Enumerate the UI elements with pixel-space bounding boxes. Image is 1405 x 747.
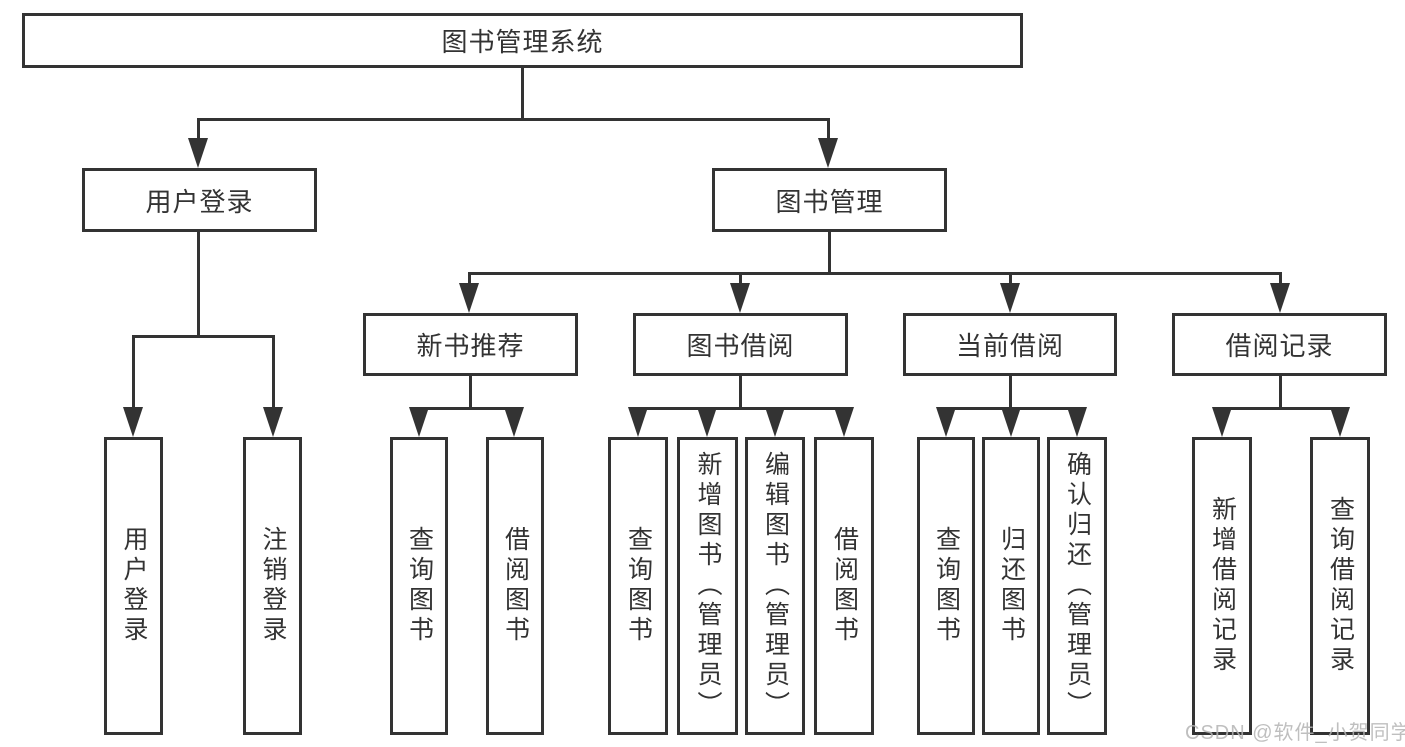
leaf-borrow-books-recommend: 借阅图书 bbox=[486, 437, 544, 735]
connector-vline bbox=[827, 118, 830, 143]
arrow-down-icon bbox=[628, 407, 648, 437]
connector-vline bbox=[272, 335, 275, 410]
node-user-login: 用户登录 bbox=[82, 168, 317, 232]
arrow-down-icon bbox=[730, 283, 750, 313]
csdn-watermark: CSDN @软件_小贺同学 bbox=[1185, 722, 1405, 744]
connector-vline bbox=[197, 232, 200, 338]
connector-vline bbox=[1009, 272, 1012, 288]
connector-vline bbox=[1279, 272, 1282, 288]
arrow-down-icon bbox=[1001, 407, 1021, 437]
arrow-down-icon bbox=[188, 138, 208, 168]
node-label: 新书推荐 bbox=[416, 331, 525, 361]
arrow-down-icon bbox=[697, 407, 717, 437]
node-book-borrowing: 图书借阅 bbox=[633, 313, 848, 376]
node-label: 借阅记录 bbox=[1225, 331, 1334, 361]
node-label: 图书管理系统 bbox=[441, 27, 604, 57]
leaf-query-borrow-record: 查询借阅记录 bbox=[1310, 437, 1370, 735]
leaf-confirm-return-admin: 确认归还（管理员） bbox=[1047, 437, 1107, 735]
node-new-book-recommendation: 新书推荐 bbox=[363, 313, 578, 376]
arrow-down-icon bbox=[1000, 283, 1020, 313]
leaf-label: 注销登录 bbox=[259, 526, 287, 646]
leaf-label: 借阅图书 bbox=[501, 526, 530, 646]
arrow-down-icon bbox=[1067, 407, 1087, 437]
arrow-down-icon bbox=[409, 407, 429, 437]
connector-vline bbox=[828, 232, 831, 275]
arrow-down-icon bbox=[765, 407, 785, 437]
leaf-query-books-borrow: 查询图书 bbox=[608, 437, 668, 735]
node-label: 当前借阅 bbox=[955, 331, 1064, 361]
arrow-down-icon bbox=[1270, 283, 1290, 313]
node-library-management-system: 图书管理系统 bbox=[22, 13, 1023, 68]
leaf-label: 归还图书 bbox=[997, 526, 1026, 646]
node-label: 图书借阅 bbox=[686, 331, 795, 361]
connector-vline bbox=[1009, 376, 1012, 410]
connector-hline bbox=[637, 407, 845, 410]
connector-vline bbox=[739, 272, 742, 288]
connector-vline bbox=[132, 335, 135, 410]
leaf-return-books: 归还图书 bbox=[982, 437, 1040, 735]
leaf-logout: 注销登录 bbox=[243, 437, 302, 735]
node-label: 图书管理 bbox=[775, 186, 884, 217]
connector-hline bbox=[469, 272, 1281, 275]
leaf-label: 查询借阅记录 bbox=[1326, 496, 1355, 676]
connector-vline bbox=[469, 376, 472, 410]
connector-hline bbox=[1221, 407, 1341, 410]
connector-vline bbox=[197, 118, 200, 143]
leaf-user-login: 用户登录 bbox=[104, 437, 163, 735]
connector-vline bbox=[1279, 376, 1282, 410]
arrow-down-icon bbox=[459, 283, 479, 313]
leaf-label: 查询图书 bbox=[624, 526, 653, 646]
connector-hline bbox=[198, 118, 830, 121]
arrow-down-icon bbox=[123, 407, 143, 437]
leaf-label: 查询图书 bbox=[405, 526, 434, 646]
leaf-query-books-current: 查询图书 bbox=[917, 437, 975, 735]
leaf-label: 用户登录 bbox=[120, 526, 148, 646]
leaf-label: 确认归还（管理员） bbox=[1063, 451, 1092, 721]
leaf-edit-book-admin: 编辑图书（管理员） bbox=[745, 437, 805, 735]
leaf-label: 新增借阅记录 bbox=[1208, 496, 1237, 676]
node-borrowing-records: 借阅记录 bbox=[1172, 313, 1387, 376]
connector-hline bbox=[418, 407, 516, 410]
leaf-label: 借阅图书 bbox=[830, 526, 859, 646]
connector-vline bbox=[739, 376, 742, 410]
connector-vline bbox=[521, 68, 524, 118]
leaf-label: 新增图书（管理员） bbox=[694, 451, 722, 721]
leaf-add-book-admin: 新增图书（管理员） bbox=[677, 437, 738, 735]
leaf-add-borrow-record: 新增借阅记录 bbox=[1192, 437, 1252, 735]
leaf-label: 查询图书 bbox=[932, 526, 961, 646]
leaf-borrow-books-2: 借阅图书 bbox=[814, 437, 874, 735]
arrow-down-icon bbox=[818, 138, 838, 168]
node-book-management: 图书管理 bbox=[712, 168, 947, 232]
connector-vline bbox=[468, 272, 471, 288]
arrow-down-icon bbox=[1212, 407, 1232, 437]
arrow-down-icon bbox=[263, 407, 283, 437]
arrow-down-icon bbox=[1330, 407, 1350, 437]
arrow-down-icon bbox=[834, 407, 854, 437]
arrow-down-icon bbox=[504, 407, 524, 437]
node-current-borrowing: 当前借阅 bbox=[903, 313, 1117, 376]
connector-hline bbox=[132, 335, 275, 338]
leaf-label: 编辑图书（管理员） bbox=[761, 451, 790, 721]
node-label: 用户登录 bbox=[145, 186, 254, 217]
leaf-query-books-recommend: 查询图书 bbox=[390, 437, 448, 735]
arrow-down-icon bbox=[936, 407, 956, 437]
